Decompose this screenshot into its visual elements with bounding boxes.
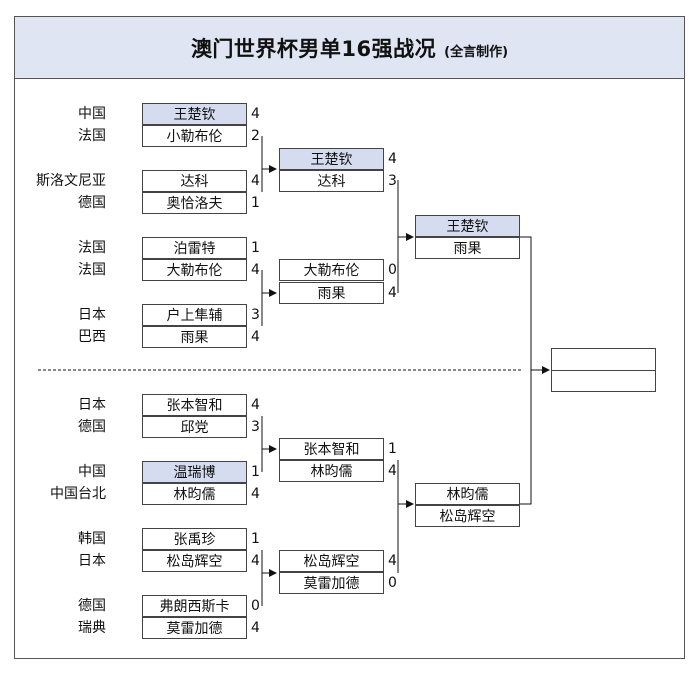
player-score: 1	[251, 531, 260, 547]
player-score: 4	[251, 329, 260, 345]
player-score: 4	[251, 106, 260, 122]
player-score: 1	[251, 464, 260, 480]
player-box[interactable]: 大勒布伦	[142, 259, 247, 281]
player-country: 中国	[78, 464, 106, 480]
qf-player-box[interactable]: 达科	[279, 170, 384, 192]
sf-player-box[interactable]: 松岛辉空	[415, 505, 520, 527]
player-country: 瑞典	[78, 620, 106, 636]
player-country: 中国台北	[50, 486, 106, 502]
qf-player-score: 0	[388, 262, 397, 278]
player-country: 法国	[78, 128, 106, 144]
sf-player-box[interactable]: 林昀儒	[415, 483, 520, 505]
qf-player-box[interactable]: 林昀儒	[279, 460, 384, 482]
player-country: 德国	[78, 598, 106, 614]
player-box[interactable]: 温瑞博	[142, 461, 247, 483]
sf-player-box[interactable]: 雨果	[415, 237, 520, 259]
player-score: 1	[251, 195, 260, 211]
player-box[interactable]: 张本智和	[142, 394, 247, 416]
player-score: 3	[251, 307, 260, 323]
player-score: 4	[251, 486, 260, 502]
bracket-frame: 澳门世界杯男单16强战况 (全言制作)	[14, 16, 685, 659]
player-score: 0	[251, 598, 260, 614]
player-box[interactable]: 林昀儒	[142, 483, 247, 505]
page-subtitle: (全言制作)	[444, 45, 509, 60]
qf-player-score: 3	[388, 173, 397, 189]
player-score: 4	[251, 397, 260, 413]
qf-player-score: 4	[388, 463, 397, 479]
player-box[interactable]: 莫雷加德	[142, 617, 247, 639]
final-divider	[552, 370, 655, 371]
player-score: 4	[251, 262, 260, 278]
page-title: 澳门世界杯男单16强战况	[190, 36, 437, 61]
qf-player-score: 0	[388, 575, 397, 591]
player-box[interactable]: 雨果	[142, 326, 247, 348]
player-box[interactable]: 达科	[142, 170, 247, 192]
player-box[interactable]: 小勒布伦	[142, 125, 247, 147]
player-score: 3	[251, 419, 260, 435]
player-country: 巴西	[78, 329, 106, 345]
player-score: 4	[251, 173, 260, 189]
player-country: 德国	[78, 419, 106, 435]
player-score: 4	[251, 620, 260, 636]
qf-player-box[interactable]: 张本智和	[279, 438, 384, 460]
player-score: 2	[251, 128, 260, 144]
player-score: 4	[251, 553, 260, 569]
player-country: 法国	[78, 240, 106, 256]
player-box[interactable]: 张禹珍	[142, 528, 247, 550]
player-box[interactable]: 弗朗西斯卡	[142, 595, 247, 617]
player-country: 日本	[78, 553, 106, 569]
player-box[interactable]: 松岛辉空	[142, 550, 247, 572]
player-country: 法国	[78, 262, 106, 278]
player-box[interactable]: 王楚钦	[142, 103, 247, 125]
header-bar: 澳门世界杯男单16强战况 (全言制作)	[15, 17, 684, 79]
qf-player-score: 4	[388, 553, 397, 569]
qf-player-box[interactable]: 王楚钦	[279, 148, 384, 170]
player-country: 日本	[78, 397, 106, 413]
player-box[interactable]: 奥恰洛夫	[142, 192, 247, 214]
sf-player-box[interactable]: 王楚钦	[415, 215, 520, 237]
qf-player-score: 4	[388, 151, 397, 167]
player-box[interactable]: 邱党	[142, 416, 247, 438]
qf-player-score: 1	[388, 441, 397, 457]
player-country: 日本	[78, 307, 106, 323]
player-country: 斯洛文尼亚	[36, 173, 106, 189]
player-country: 德国	[78, 195, 106, 211]
final-box[interactable]	[551, 348, 656, 392]
qf-player-box[interactable]: 雨果	[279, 282, 384, 304]
player-score: 1	[251, 240, 260, 256]
player-country: 中国	[78, 106, 106, 122]
player-box[interactable]: 户上隼辅	[142, 304, 247, 326]
qf-player-score: 4	[388, 285, 397, 301]
qf-player-box[interactable]: 莫雷加德	[279, 572, 384, 594]
player-country: 韩国	[78, 531, 106, 547]
qf-player-box[interactable]: 大勒布伦	[279, 259, 384, 281]
qf-player-box[interactable]: 松岛辉空	[279, 550, 384, 572]
player-box[interactable]: 泊雷特	[142, 237, 247, 259]
